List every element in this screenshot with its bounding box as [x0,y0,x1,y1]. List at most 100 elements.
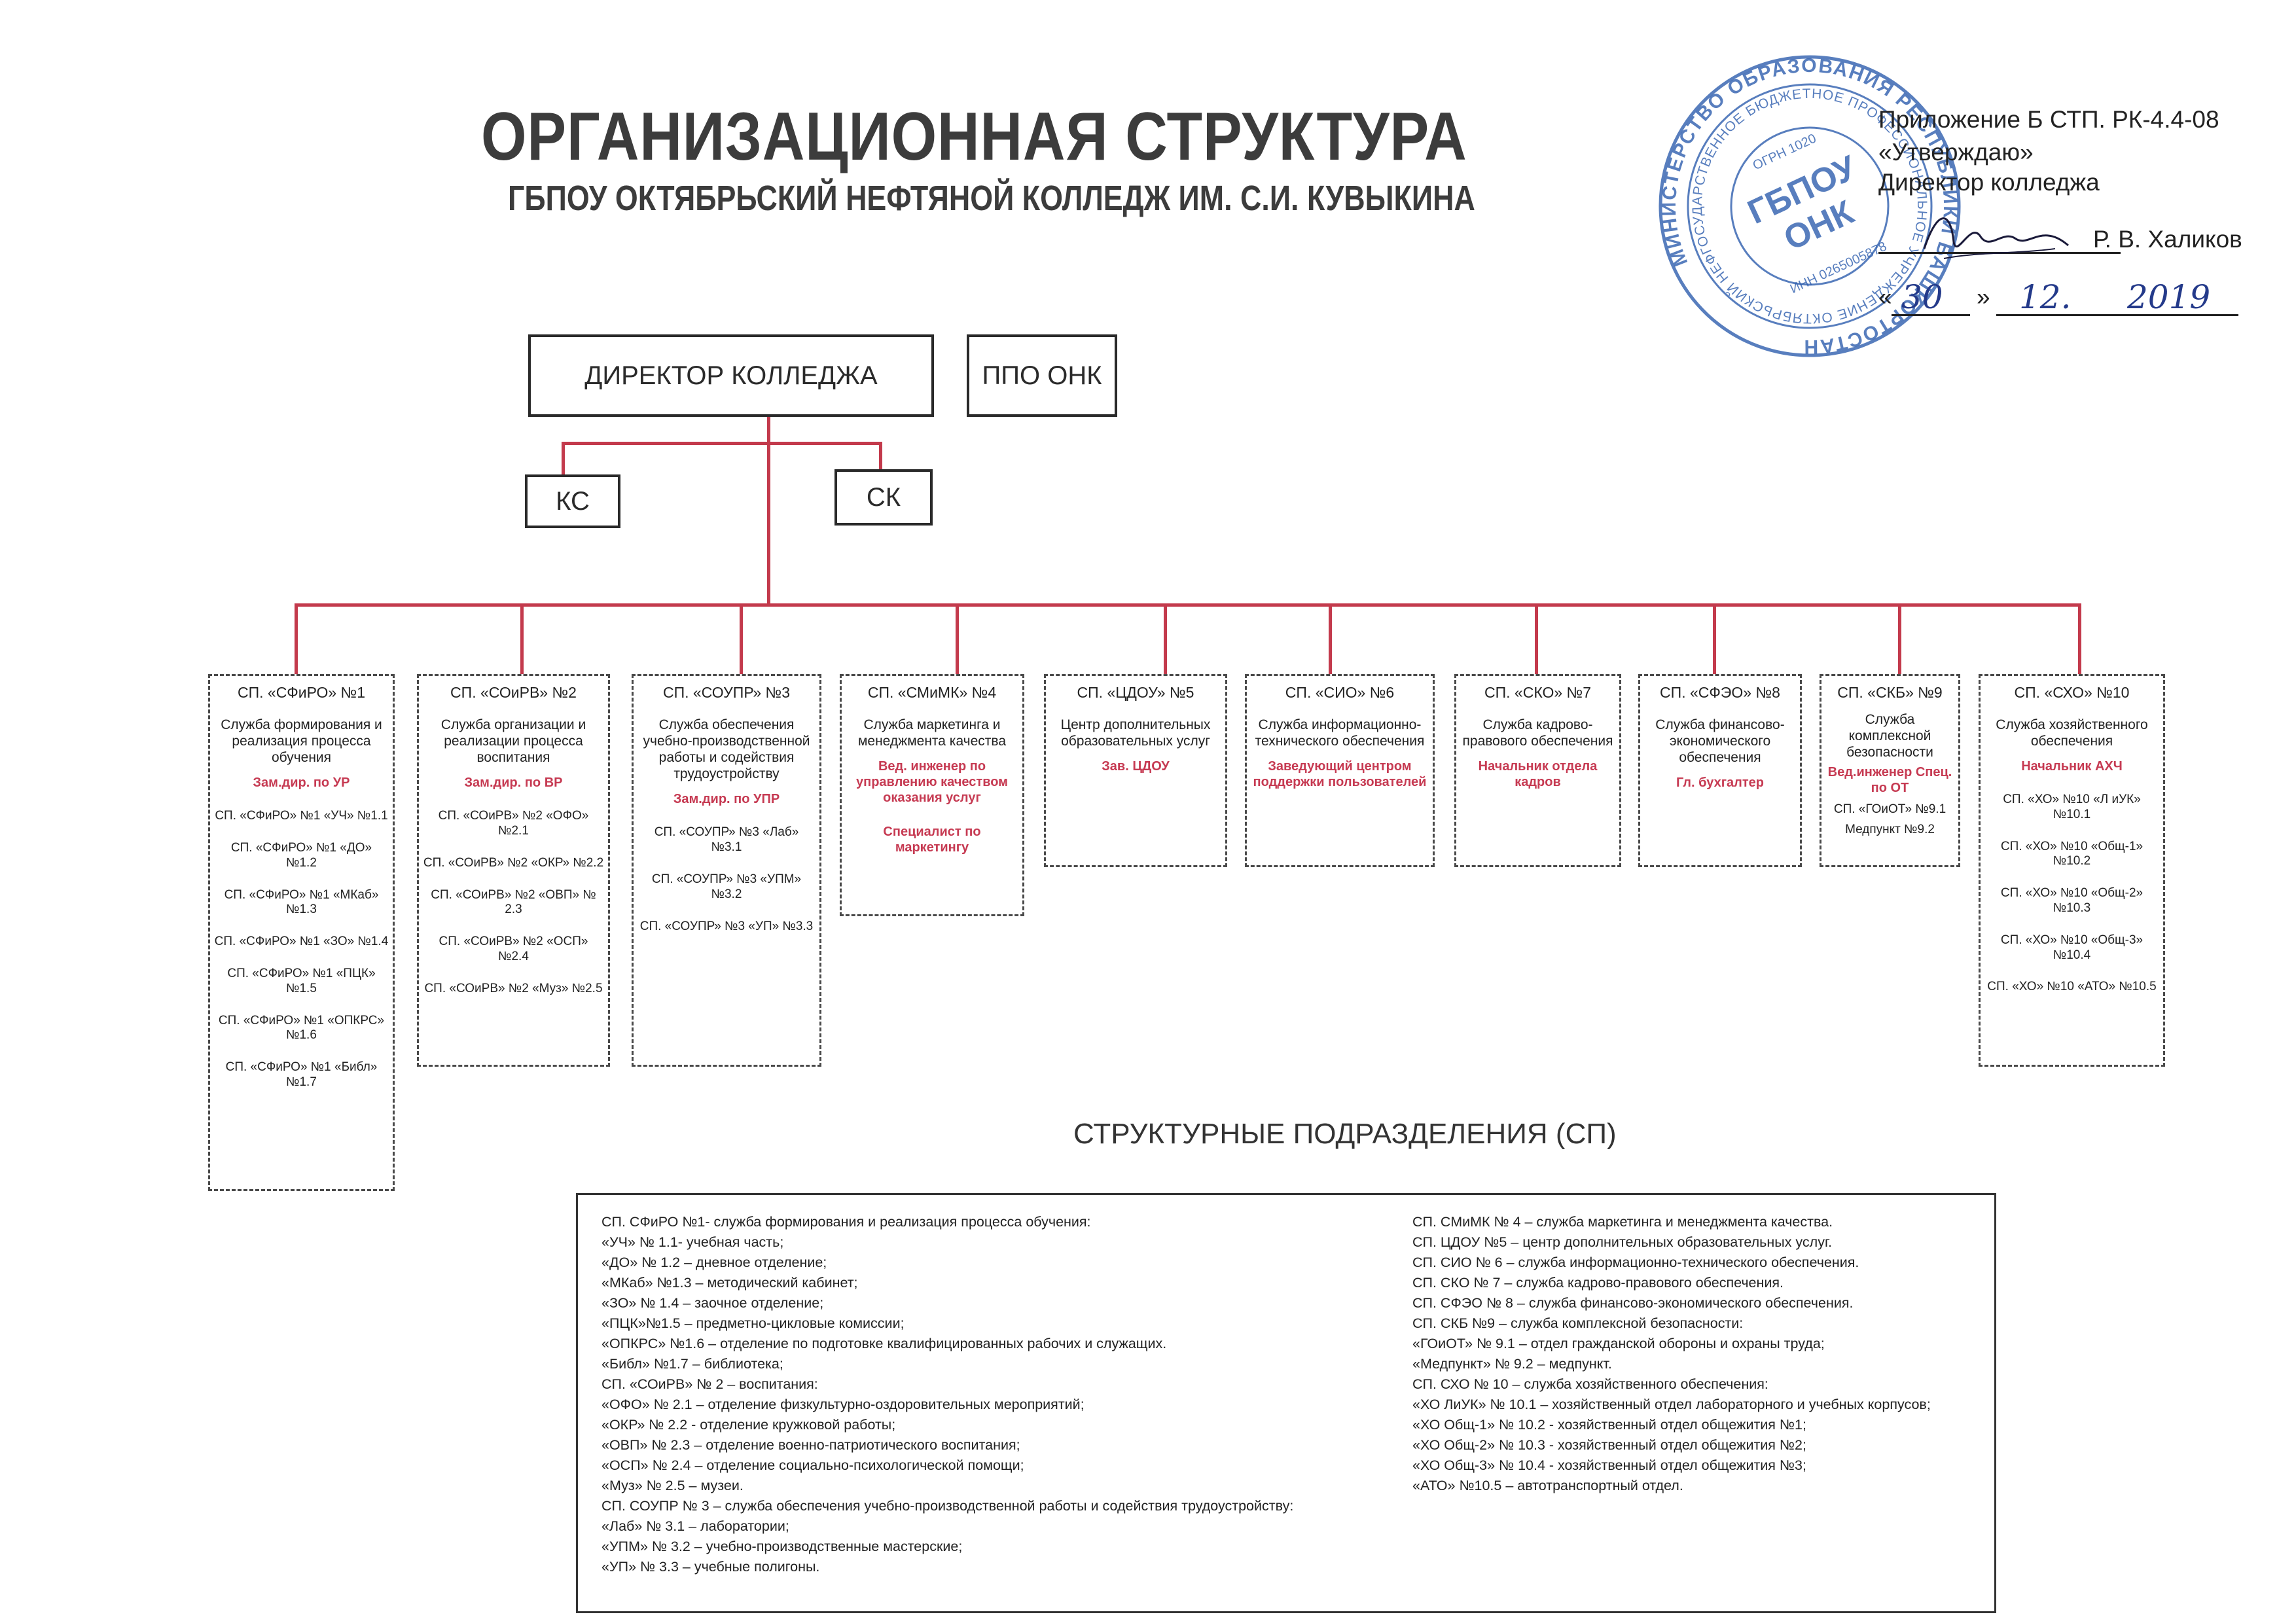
dept-role: Специалист по маркетингу [883,824,981,855]
dept-sub: СП. «СФиРО» №1 «ПЦК» №1.5 [227,966,376,995]
dept-sub: СП. «СОУПР» №3 «Лаб» №3.1 [654,825,799,855]
dept-sub: СП. «СФиРО» №1 «МКаб» №1.3 [224,887,379,917]
date-year-underline [1996,314,2238,316]
legend-line: «ХО ЛиУК» № 10.1 – хозяйственный отдел л… [1412,1397,1931,1412]
dept-head: СП. «СКО» №7 [1484,684,1591,701]
dept-role: Вед.инженер Спец. по ОТ [1827,765,1952,796]
dept-sub: СП. «СОиРВ» №2 «ОСП» №2.4 [439,935,588,963]
approval-line-2: «Утверждаю» [1878,139,2034,166]
dept-sub: СП. «СФиРО» №1 «Библ» №1.7 [225,1060,378,1089]
legend-line: СП. СКБ №9 – служба комплексной безопасн… [1412,1315,1744,1331]
legend-line: «Медпункт» № 9.2 – медпункт. [1412,1356,1612,1372]
legend-line: «ЗО» № 1.4 – заочное отделение; [601,1295,824,1311]
dept-drop-4 [956,603,959,674]
dept-sub: Медпункт №9.2 [1845,822,1935,836]
dept-description: Служба информационно-технического обеспе… [1255,717,1425,749]
dept-role: Вед. инженер по управлению качеством ока… [856,758,1008,805]
legend-line: «ОСП» № 2.4 – отделение социально-психол… [601,1457,1024,1473]
dept-head: СП. «СИО» №6 [1285,684,1395,701]
legend-line: «МКаб» №1.3 – методический кабинет; [601,1275,858,1291]
dept-sko-7: СП. «СКО» №7 Служба кадрово-правового об… [1454,674,1621,867]
dept-sub: СП. «СФиРО» №1 «УЧ» №1.1 [215,809,388,823]
dept-sub: СП. «СФиРО» №1 «ДО» №1.2 [230,840,372,870]
dept-description: Служба формирования и реализация процесс… [221,717,382,765]
legend-line: «ОВП» № 2.3 – отделение военно-патриотич… [601,1437,1020,1453]
legend-line: «УПМ» № 3.2 – учебно-производственные ма… [601,1539,963,1554]
dept-role: Заведующий центром поддержки пользовател… [1253,758,1427,789]
dept-drop-5 [1164,603,1167,674]
page-title: ОРГАНИЗАЦИОННАЯ СТРУКТУРА [481,99,1467,175]
legend-line: «Библ» №1.7 – библиотека; [601,1356,783,1372]
date-year: 2019 [2127,278,2211,316]
legend-line: «Лаб» № 3.1 – лаборатории; [601,1518,789,1534]
dept-sub: СП. «СОиРВ» №2 «ОФО» №2.1 [438,809,589,838]
ks-box: КС [525,474,620,528]
legend-line: СП. СКО № 7 – служба кадрово-правового о… [1412,1275,1784,1291]
dept-sub: СП. «СОиРВ» №2 «Муз» №2.5 [424,981,603,995]
dept-sub: СП. «СФиРО» №1 «ОПКРС» №1.6 [218,1013,385,1043]
dept-head: СП. «СОУПР» №3 [662,684,791,701]
dept-head: СП. «СФиРО» №1 [237,684,366,701]
date-day-underline [1892,314,1970,316]
date-day: 30 [1901,278,1943,316]
dept-description: Служба организации и реализации процесса… [440,717,586,765]
legend-left-column: СП. СФиРО №1- служба формирования и реал… [601,1212,1293,1577]
page-subtitle: ГБПОУ ОКТЯБРЬСКИЙ НЕФТЯНОЙ КОЛЛЕДЖ ИМ. С… [508,179,1475,218]
legend-line: «АТО» №10.5 – автотранспортный отдел. [1412,1478,1683,1493]
dept-head: СП. «СХО» №10 [2014,684,2130,701]
legend-line: «УЧ» № 1.1- учебная часть; [601,1234,784,1250]
approval-line-3: Директор колледжа [1878,169,2100,196]
dept-sfiro-1: СП. «СФиРО» №1 Служба формирования и реа… [208,674,395,1191]
dept-cdou-5: СП. «ЦДОУ» №5 Центр дополнительных образ… [1044,674,1227,867]
legend-right-column: СП. СМиМК № 4 – служба маркетинга и мене… [1412,1212,1931,1496]
legend-line: «ОПКРС» №1.6 – отделение по подготовке к… [601,1336,1167,1351]
approval-line-1: Приложение Б СТП. РК-4.4-08 [1878,106,2219,133]
structural-units-title: СТРУКТУРНЫЕ ПОДРАЗДЕЛЕНИЯ (СП) [1073,1118,1617,1150]
legend-line: СП. «СОиРВ» № 2 – воспитания: [601,1376,818,1392]
dept-drop-2 [520,603,524,674]
legend-line: «ОКР» № 2.2 - отделение кружковой работы… [601,1417,896,1433]
legend-line: СП. ЦДОУ №5 – центр дополнительных образ… [1412,1234,1833,1250]
legend-line: «ДО» № 1.2 – дневное отделение; [601,1255,827,1270]
dept-role: Зам.дир. по ВР [464,776,563,791]
legend-line: «ГОиОТ» № 9.1 – отдел гражданской оборон… [1412,1336,1825,1351]
director-box: ДИРЕКТОР КОЛЛЕДЖА [528,334,934,417]
legend-line: СП. СФЭО № 8 – служба финансово-экономич… [1412,1295,1854,1311]
dept-sub: СП. «СФиРО» №1 «ЗО» №1.4 [214,935,389,949]
dept-sub: СП. «ХО» №10 «Л иУК» №10.1 [2003,792,2141,821]
ks-sk-branch-line [562,442,882,445]
dept-drop-9 [1898,603,1901,674]
director-trunk-line [767,417,770,607]
dept-sub: СП. «СОУПР» №3 «УП» №3.3 [639,919,814,933]
dept-drop-1 [295,603,298,674]
dept-description: Служба обеспечения учебно-производственн… [643,717,810,782]
legend-line: СП. СИО № 6 – служба информационно-техни… [1412,1255,1859,1270]
legend-line: «ОФО» № 2.1 – отделение физкультурно-озд… [601,1397,1085,1412]
dept-drop-3 [740,603,743,674]
dept-description: Служба финансово-экономического обеспече… [1655,717,1785,765]
dept-smimk-4: СП. «СМиМК» №4 Служба маркетинга и менед… [840,674,1024,916]
legend-box: СП. СФиРО №1- служба формирования и реал… [576,1193,1996,1613]
legend-line: СП. СОУПР № 3 – служба обеспечения учебн… [601,1498,1294,1514]
dept-head: СП. «СКБ» №9 [1837,684,1943,701]
dept-role: Зам.дир. по УПР [673,792,780,807]
legend-line: «ХО Общ-3» № 10.4 - хозяйственный отдел … [1412,1457,1806,1473]
dept-drop-7 [1535,603,1538,674]
dept-sub: СП. «ГОиОТ» №9.1 [1833,802,1946,817]
dept-role: Гл. бухгалтер [1676,776,1765,791]
dept-head: СП. «СОиРВ» №2 [450,684,577,701]
dept-soirv-2: СП. «СОиРВ» №2 Служба организации и реал… [417,674,610,1067]
date-month: 12. [2019,278,2072,316]
dept-sub: СП. «СОиРВ» №2 «ОКР» №2.2 [423,855,604,870]
dept-head: СП. «СМиМК» №4 [867,684,997,701]
dept-description: Служба кадрово-правового обеспечения [1462,717,1613,749]
dept-sfeo-8: СП. «СФЭО» №8 Служба финансово-экономиче… [1638,674,1802,867]
dept-sub: СП. «СОиРВ» №2 «ОВП» № 2.3 [431,887,596,917]
legend-line: «Муз» № 2.5 – музеи. [601,1478,744,1493]
dept-sub: СП. «ХО» №10 «Общ-1» №10.2 [2000,839,2144,868]
dept-skb-9: СП. «СКБ» №9 Служба комплексной безопасн… [1820,674,1960,867]
dept-sub: СП. «СОУПР» №3 «УПМ» №3.2 [651,872,802,901]
handwritten-signature [1923,217,2069,259]
dept-sub: СП. «ХО» №10 «Общ-2» №10.3 [2000,886,2144,915]
sk-drop-line [879,442,882,469]
